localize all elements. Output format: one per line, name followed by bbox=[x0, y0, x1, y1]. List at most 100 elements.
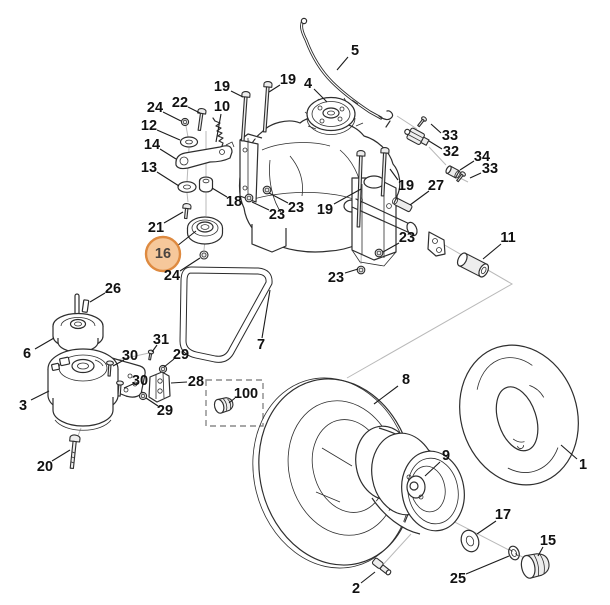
part-callout-30[interactable]: 30 bbox=[132, 373, 148, 389]
part-callout-19[interactable]: 19 bbox=[317, 202, 333, 218]
callout-number-34[interactable]: 34 bbox=[474, 149, 490, 165]
part-callout-29[interactable]: 29 bbox=[157, 403, 173, 419]
bushing-34 bbox=[445, 165, 461, 179]
callout-number-2[interactable]: 2 bbox=[352, 581, 360, 597]
callout-number-16[interactable]: 16 bbox=[155, 246, 171, 262]
part-callout-18[interactable]: 18 bbox=[226, 194, 242, 210]
callout-number-29[interactable]: 29 bbox=[173, 347, 189, 363]
callout-number-26[interactable]: 26 bbox=[105, 281, 121, 297]
callout-number-30[interactable]: 30 bbox=[122, 348, 138, 364]
highlight-circle[interactable] bbox=[144, 235, 182, 273]
part-callout-27[interactable]: 27 bbox=[428, 178, 444, 194]
part-callout-7[interactable]: 7 bbox=[257, 337, 265, 353]
part-callout-100[interactable]: 100 bbox=[234, 386, 258, 402]
callout-number-7[interactable]: 7 bbox=[257, 337, 265, 353]
callout-number-32[interactable]: 32 bbox=[443, 144, 459, 160]
part-callout-33[interactable]: 33 bbox=[442, 128, 458, 144]
callout-number-22[interactable]: 22 bbox=[172, 95, 188, 111]
callout-number-1[interactable]: 1 bbox=[579, 457, 587, 473]
callout-number-19[interactable]: 19 bbox=[214, 79, 230, 95]
leader-line-11 bbox=[482, 243, 502, 260]
callout-number-9[interactable]: 9 bbox=[442, 448, 450, 464]
part-callout-33[interactable]: 33 bbox=[482, 161, 498, 177]
callout-number-24[interactable]: 24 bbox=[147, 100, 163, 116]
callout-number-23[interactable]: 23 bbox=[269, 207, 285, 223]
part-callout-21[interactable]: 21 bbox=[148, 220, 164, 236]
part-callout-12[interactable]: 12 bbox=[141, 118, 157, 134]
part-callout-26[interactable]: 26 bbox=[105, 281, 121, 297]
part-callout-3[interactable]: 3 bbox=[19, 398, 27, 414]
part-callout-24[interactable]: 24 bbox=[147, 100, 163, 116]
callout-number-28[interactable]: 28 bbox=[188, 374, 204, 390]
part-callout-22[interactable]: 22 bbox=[172, 95, 188, 111]
part-callout-9[interactable]: 9 bbox=[442, 448, 450, 464]
callout-number-20[interactable]: 20 bbox=[37, 459, 53, 475]
callout-number-27[interactable]: 27 bbox=[428, 178, 444, 194]
part-callout-4[interactable]: 4 bbox=[304, 76, 312, 92]
part-callout-6[interactable]: 6 bbox=[23, 346, 31, 362]
part-callout-34[interactable]: 34 bbox=[474, 149, 490, 165]
part-callout-14[interactable]: 14 bbox=[144, 137, 160, 153]
callout-number-21[interactable]: 21 bbox=[148, 220, 164, 236]
callout-number-19[interactable]: 19 bbox=[317, 202, 333, 218]
rim-9 bbox=[355, 425, 465, 535]
part-callout-13[interactable]: 13 bbox=[141, 160, 157, 176]
part-callout-23[interactable]: 23 bbox=[269, 207, 285, 223]
part-callout-2[interactable]: 2 bbox=[352, 581, 360, 597]
callout-number-15[interactable]: 15 bbox=[540, 533, 556, 549]
part-callout-23[interactable]: 23 bbox=[288, 200, 304, 216]
part-callout-20[interactable]: 20 bbox=[37, 459, 53, 475]
leader-line-17 bbox=[476, 520, 497, 535]
part-callout-32[interactable]: 32 bbox=[443, 144, 459, 160]
callout-number-5[interactable]: 5 bbox=[351, 43, 359, 59]
callout-number-14[interactable]: 14 bbox=[144, 137, 160, 153]
callout-number-29[interactable]: 29 bbox=[157, 403, 173, 419]
part-callout-25[interactable]: 25 bbox=[450, 571, 466, 587]
valve-stem-2 bbox=[371, 557, 392, 576]
part-callout-31[interactable]: 31 bbox=[153, 332, 169, 348]
callout-number-23[interactable]: 23 bbox=[288, 200, 304, 216]
part-callout-11[interactable]: 11 bbox=[500, 230, 515, 246]
bolt-30-bottom bbox=[116, 380, 124, 397]
leader-line-29 bbox=[163, 358, 175, 368]
callout-number-33[interactable]: 33 bbox=[442, 128, 458, 144]
callout-number-3[interactable]: 3 bbox=[19, 398, 27, 414]
part-callout-24[interactable]: 24 bbox=[164, 268, 180, 284]
callout-number-30[interactable]: 30 bbox=[132, 373, 148, 389]
callout-number-100[interactable]: 100 bbox=[234, 386, 258, 402]
part-callout-1[interactable]: 1 bbox=[579, 457, 587, 473]
part-callout-19[interactable]: 19 bbox=[398, 178, 414, 194]
part-callout-19[interactable]: 19 bbox=[214, 79, 230, 95]
callout-number-10[interactable]: 10 bbox=[214, 99, 230, 115]
callout-number-19[interactable]: 19 bbox=[398, 178, 414, 194]
callout-number-17[interactable]: 17 bbox=[495, 507, 511, 523]
callout-number-8[interactable]: 8 bbox=[402, 372, 410, 388]
callout-number-24[interactable]: 24 bbox=[164, 268, 180, 284]
part-callout-23[interactable]: 23 bbox=[399, 230, 415, 246]
callout-number-6[interactable]: 6 bbox=[23, 346, 31, 362]
callout-number-19[interactable]: 19 bbox=[280, 72, 296, 88]
part-callout-30[interactable]: 30 bbox=[122, 348, 138, 364]
part-callout-28[interactable]: 28 bbox=[188, 374, 204, 390]
callout-number-18[interactable]: 18 bbox=[226, 194, 242, 210]
part-callout-17[interactable]: 17 bbox=[495, 507, 511, 523]
part-callout-5[interactable]: 5 bbox=[351, 43, 359, 59]
part-callout-10[interactable]: 10 bbox=[214, 99, 230, 115]
callout-number-13[interactable]: 13 bbox=[141, 160, 157, 176]
part-callout-23[interactable]: 23 bbox=[328, 270, 344, 286]
callout-number-23[interactable]: 23 bbox=[328, 270, 344, 286]
idler-bracket-14 bbox=[175, 141, 235, 170]
part-callout-19[interactable]: 19 bbox=[280, 72, 296, 88]
callout-number-11[interactable]: 11 bbox=[500, 230, 515, 246]
callout-number-31[interactable]: 31 bbox=[153, 332, 169, 348]
callout-number-33[interactable]: 33 bbox=[482, 161, 498, 177]
part-callout-15[interactable]: 15 bbox=[540, 533, 556, 549]
callout-number-4[interactable]: 4 bbox=[304, 76, 312, 92]
leader-line-19 bbox=[230, 90, 244, 98]
callout-number-25[interactable]: 25 bbox=[450, 571, 466, 587]
callout-number-12[interactable]: 12 bbox=[141, 118, 157, 134]
callout-number-23[interactable]: 23 bbox=[399, 230, 415, 246]
part-callout-16[interactable]: 16 bbox=[144, 235, 182, 273]
part-callout-8[interactable]: 8 bbox=[402, 372, 410, 388]
part-callout-29[interactable]: 29 bbox=[173, 347, 189, 363]
